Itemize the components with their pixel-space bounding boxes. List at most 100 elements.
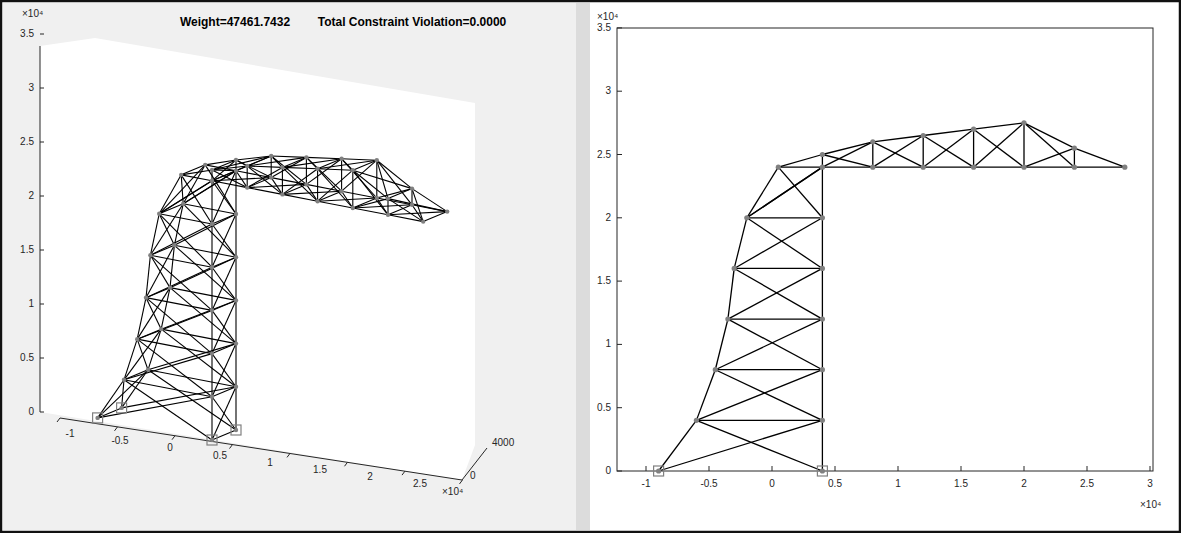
truss-member bbox=[659, 420, 697, 471]
truss-member bbox=[271, 178, 282, 195]
truss-member bbox=[923, 167, 973, 168]
tick-label: 3 bbox=[1147, 478, 1153, 490]
tick bbox=[709, 466, 710, 471]
truss-member bbox=[353, 208, 388, 215]
truss-member bbox=[212, 224, 236, 257]
tick bbox=[40, 34, 44, 35]
tick-label: 1.5 bbox=[597, 275, 611, 287]
truss-member bbox=[247, 166, 248, 188]
violation-title: Total Constraint Violation=0.0000 bbox=[318, 15, 507, 29]
tick-marks bbox=[40, 28, 1150, 484]
truss-member bbox=[696, 420, 822, 471]
truss-node bbox=[179, 173, 183, 177]
truss-member bbox=[212, 300, 236, 353]
truss-member bbox=[318, 169, 353, 208]
truss-member bbox=[747, 218, 823, 269]
truss-node bbox=[203, 163, 207, 167]
tick-label: 1.5 bbox=[954, 478, 968, 490]
tick bbox=[617, 27, 622, 28]
truss-member bbox=[150, 255, 170, 287]
truss-node bbox=[339, 189, 343, 193]
truss-member bbox=[341, 159, 342, 191]
truss-member bbox=[715, 319, 822, 370]
truss-node bbox=[234, 341, 238, 345]
truss-member bbox=[122, 380, 124, 408]
truss-node bbox=[820, 152, 825, 157]
tick bbox=[460, 480, 463, 484]
truss-node bbox=[168, 285, 172, 289]
axis-multiplier: ×10⁴ bbox=[442, 486, 463, 498]
truss-node bbox=[269, 154, 273, 158]
tick-label: -0.5 bbox=[111, 435, 128, 447]
tick bbox=[617, 91, 622, 92]
truss-member bbox=[822, 370, 823, 421]
tick-label: 3.5 bbox=[20, 28, 34, 40]
truss-node bbox=[210, 179, 214, 183]
tick-label: 1 bbox=[895, 478, 901, 490]
truss-member bbox=[715, 319, 728, 370]
truss-member bbox=[181, 165, 205, 175]
truss-node bbox=[351, 168, 355, 172]
truss-member bbox=[352, 170, 353, 208]
truss-member bbox=[747, 167, 823, 218]
truss-member bbox=[377, 198, 388, 215]
truss-node bbox=[820, 468, 825, 473]
tick bbox=[1087, 466, 1088, 471]
truss-member bbox=[872, 142, 873, 167]
truss-member bbox=[973, 129, 974, 167]
truss-member bbox=[211, 267, 212, 310]
truss-member bbox=[170, 288, 236, 344]
truss-node bbox=[269, 175, 273, 179]
truss-member bbox=[137, 288, 170, 340]
truss-member bbox=[974, 129, 1024, 167]
truss-node bbox=[119, 406, 123, 410]
tick bbox=[40, 250, 44, 251]
axis-multiplier: ×10⁴ bbox=[22, 8, 43, 20]
truss-node bbox=[95, 416, 99, 420]
tick bbox=[835, 466, 836, 471]
truss-node bbox=[971, 165, 976, 170]
tick-label: 1 bbox=[605, 338, 611, 350]
truss-node bbox=[339, 157, 343, 161]
truss-member bbox=[318, 170, 353, 201]
truss-node bbox=[351, 206, 355, 210]
support-mark bbox=[817, 466, 827, 476]
truss-member bbox=[235, 344, 236, 387]
truss-member bbox=[205, 165, 236, 214]
truss-member bbox=[659, 420, 823, 471]
truss-member bbox=[211, 310, 212, 353]
truss-member bbox=[342, 191, 353, 208]
truss-member bbox=[212, 214, 236, 267]
truss-member bbox=[124, 380, 212, 440]
truss-node bbox=[234, 385, 238, 389]
truss-member bbox=[923, 136, 973, 168]
truss-node bbox=[820, 266, 825, 271]
truss-member bbox=[150, 224, 212, 255]
truss-member bbox=[377, 160, 388, 198]
truss-member bbox=[212, 169, 236, 171]
tick-label: 0 bbox=[769, 478, 775, 490]
truss-node bbox=[315, 199, 319, 203]
truss-member bbox=[377, 160, 412, 188]
truss-node bbox=[386, 196, 390, 200]
truss-node bbox=[172, 243, 176, 247]
truss-node bbox=[921, 133, 926, 138]
truss-member bbox=[146, 298, 212, 354]
truss-node bbox=[656, 468, 661, 473]
truss-2d bbox=[654, 120, 1128, 476]
truss-member bbox=[377, 160, 412, 205]
tick-label: 0 bbox=[470, 470, 476, 482]
truss-node bbox=[234, 158, 238, 162]
truss-member bbox=[715, 370, 822, 421]
tick-label: 3 bbox=[605, 85, 611, 97]
truss-member bbox=[342, 159, 353, 170]
truss-member bbox=[306, 157, 341, 158]
truss-member bbox=[146, 298, 161, 330]
truss-member bbox=[822, 142, 872, 167]
truss-node bbox=[820, 316, 825, 321]
truss-member bbox=[159, 214, 174, 246]
tick bbox=[617, 407, 622, 408]
truss-member bbox=[715, 369, 822, 370]
truss-node bbox=[410, 203, 414, 207]
truss-node bbox=[210, 438, 214, 442]
